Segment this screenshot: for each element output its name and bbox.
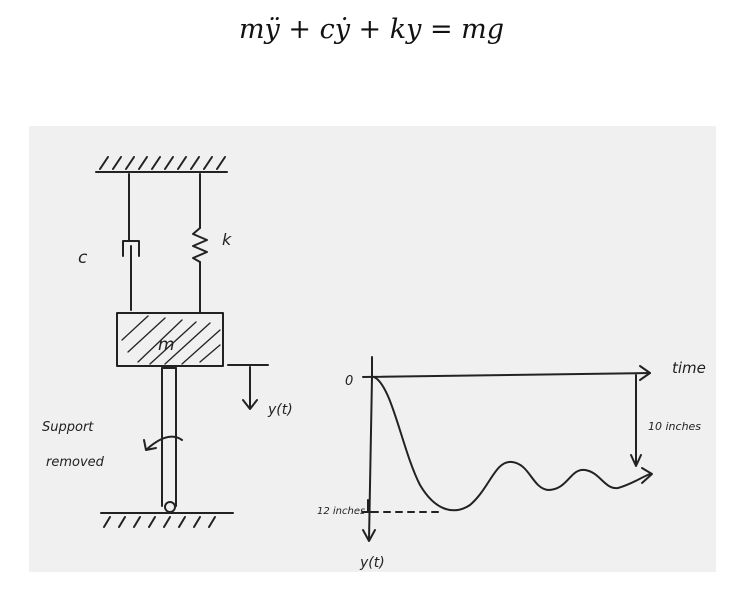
graph-y-axis-label: y(t) <box>359 555 385 571</box>
spring <box>192 173 208 313</box>
damper-label: c <box>78 248 88 268</box>
graph-origin-label: 0 <box>345 374 353 389</box>
support-post <box>161 367 177 513</box>
curve-arrowhead <box>641 467 653 484</box>
displacement-label: y(t) <box>267 402 293 418</box>
ten-inch-label: 10 inches <box>648 420 701 433</box>
twelve-inch-label: 12 inches <box>317 506 365 517</box>
twelve-inch-tick <box>361 499 373 513</box>
graph-x-axis-label: time <box>672 359 706 377</box>
equation: mÿ + cẏ + ky = mg <box>238 14 505 45</box>
sketch-panel <box>29 126 716 572</box>
response-curve <box>373 376 651 512</box>
damper <box>122 173 140 311</box>
ten-inch-marker <box>630 374 642 467</box>
displacement-arrow <box>227 364 269 410</box>
mass-label: m <box>158 335 175 355</box>
mass-block <box>116 312 224 367</box>
support-removal-arrow <box>143 435 183 451</box>
ground <box>100 512 234 528</box>
support-label-line1: Support <box>42 420 94 435</box>
spring-label: k <box>222 230 232 249</box>
support-label-line2: removed <box>46 455 105 470</box>
ceiling <box>95 156 228 173</box>
